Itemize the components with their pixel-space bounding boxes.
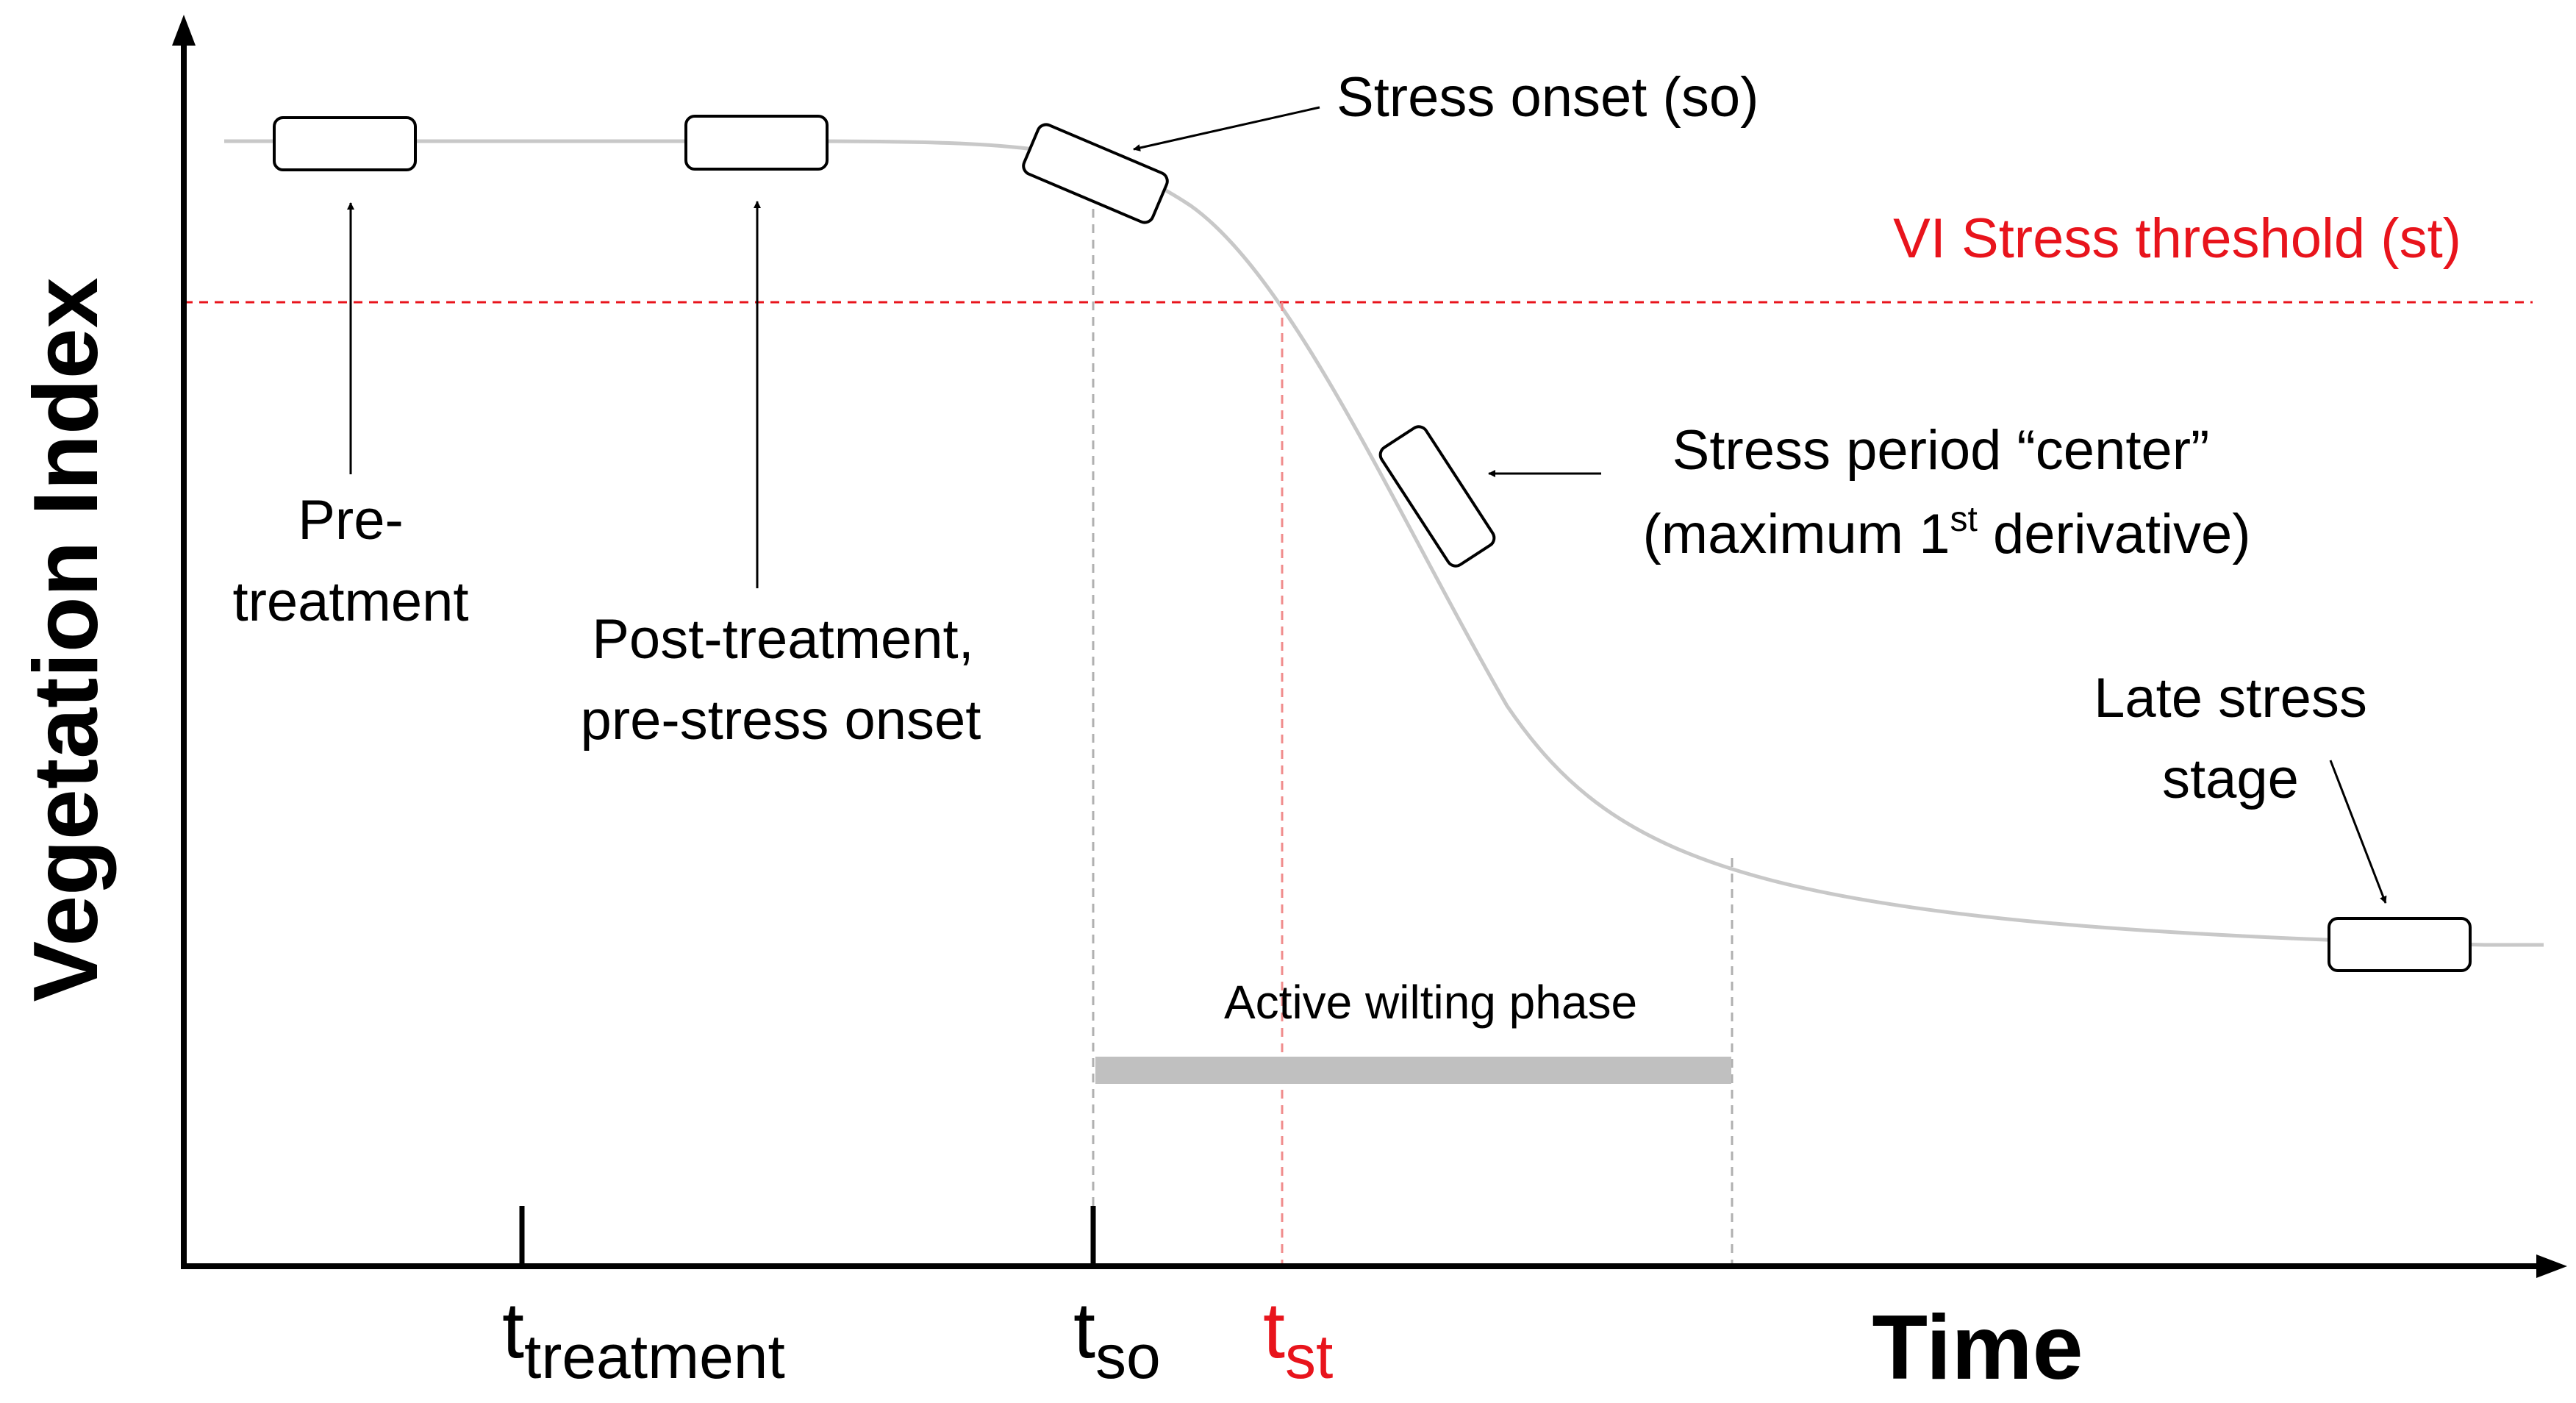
stress-onset-arrow bbox=[1133, 106, 1320, 151]
tick-label-so: tso bbox=[1073, 1285, 1161, 1391]
stress-center-label-line2: (maximum 1st derivative) bbox=[1642, 500, 2250, 565]
pre-treatment-label-line2: treatment bbox=[232, 571, 468, 633]
active-wilting-label: Active wilting phase bbox=[1224, 976, 1637, 1029]
pre-treatment-window bbox=[273, 116, 417, 171]
y-axis-arrowhead bbox=[172, 15, 196, 46]
stress-onset-label: Stress onset (so) bbox=[1337, 66, 1759, 129]
late-stress-arrow bbox=[2329, 760, 2387, 904]
tick-label-st: tst bbox=[1263, 1285, 1333, 1391]
post-treatment-window bbox=[684, 115, 829, 171]
late-stress-label-line1: Late stress bbox=[2094, 667, 2367, 729]
y-axis-title: Vegetation Index bbox=[15, 277, 117, 1002]
stress-onset-window bbox=[1022, 123, 1169, 224]
stress-center-window bbox=[1378, 425, 1496, 568]
x-axis-arrowhead bbox=[2536, 1254, 2567, 1278]
pre-treatment-label-line1: Pre- bbox=[298, 489, 404, 551]
stress-threshold-label: VI Stress threshold (st) bbox=[1893, 207, 2461, 270]
late-stress-label-line2: stage bbox=[2162, 748, 2299, 810]
tick-label-treatment: ttreatment bbox=[502, 1285, 785, 1391]
stress-center-label-line1: Stress period “center” bbox=[1672, 419, 2210, 482]
active-wilting-bar bbox=[1095, 1057, 1731, 1084]
x-axis-title: Time bbox=[1872, 1297, 2083, 1399]
late-stress-window bbox=[2328, 917, 2472, 972]
post-treatment-label-line1: Post-treatment, bbox=[592, 608, 974, 671]
post-treatment-label-line2: pre-stress onset bbox=[581, 689, 981, 752]
